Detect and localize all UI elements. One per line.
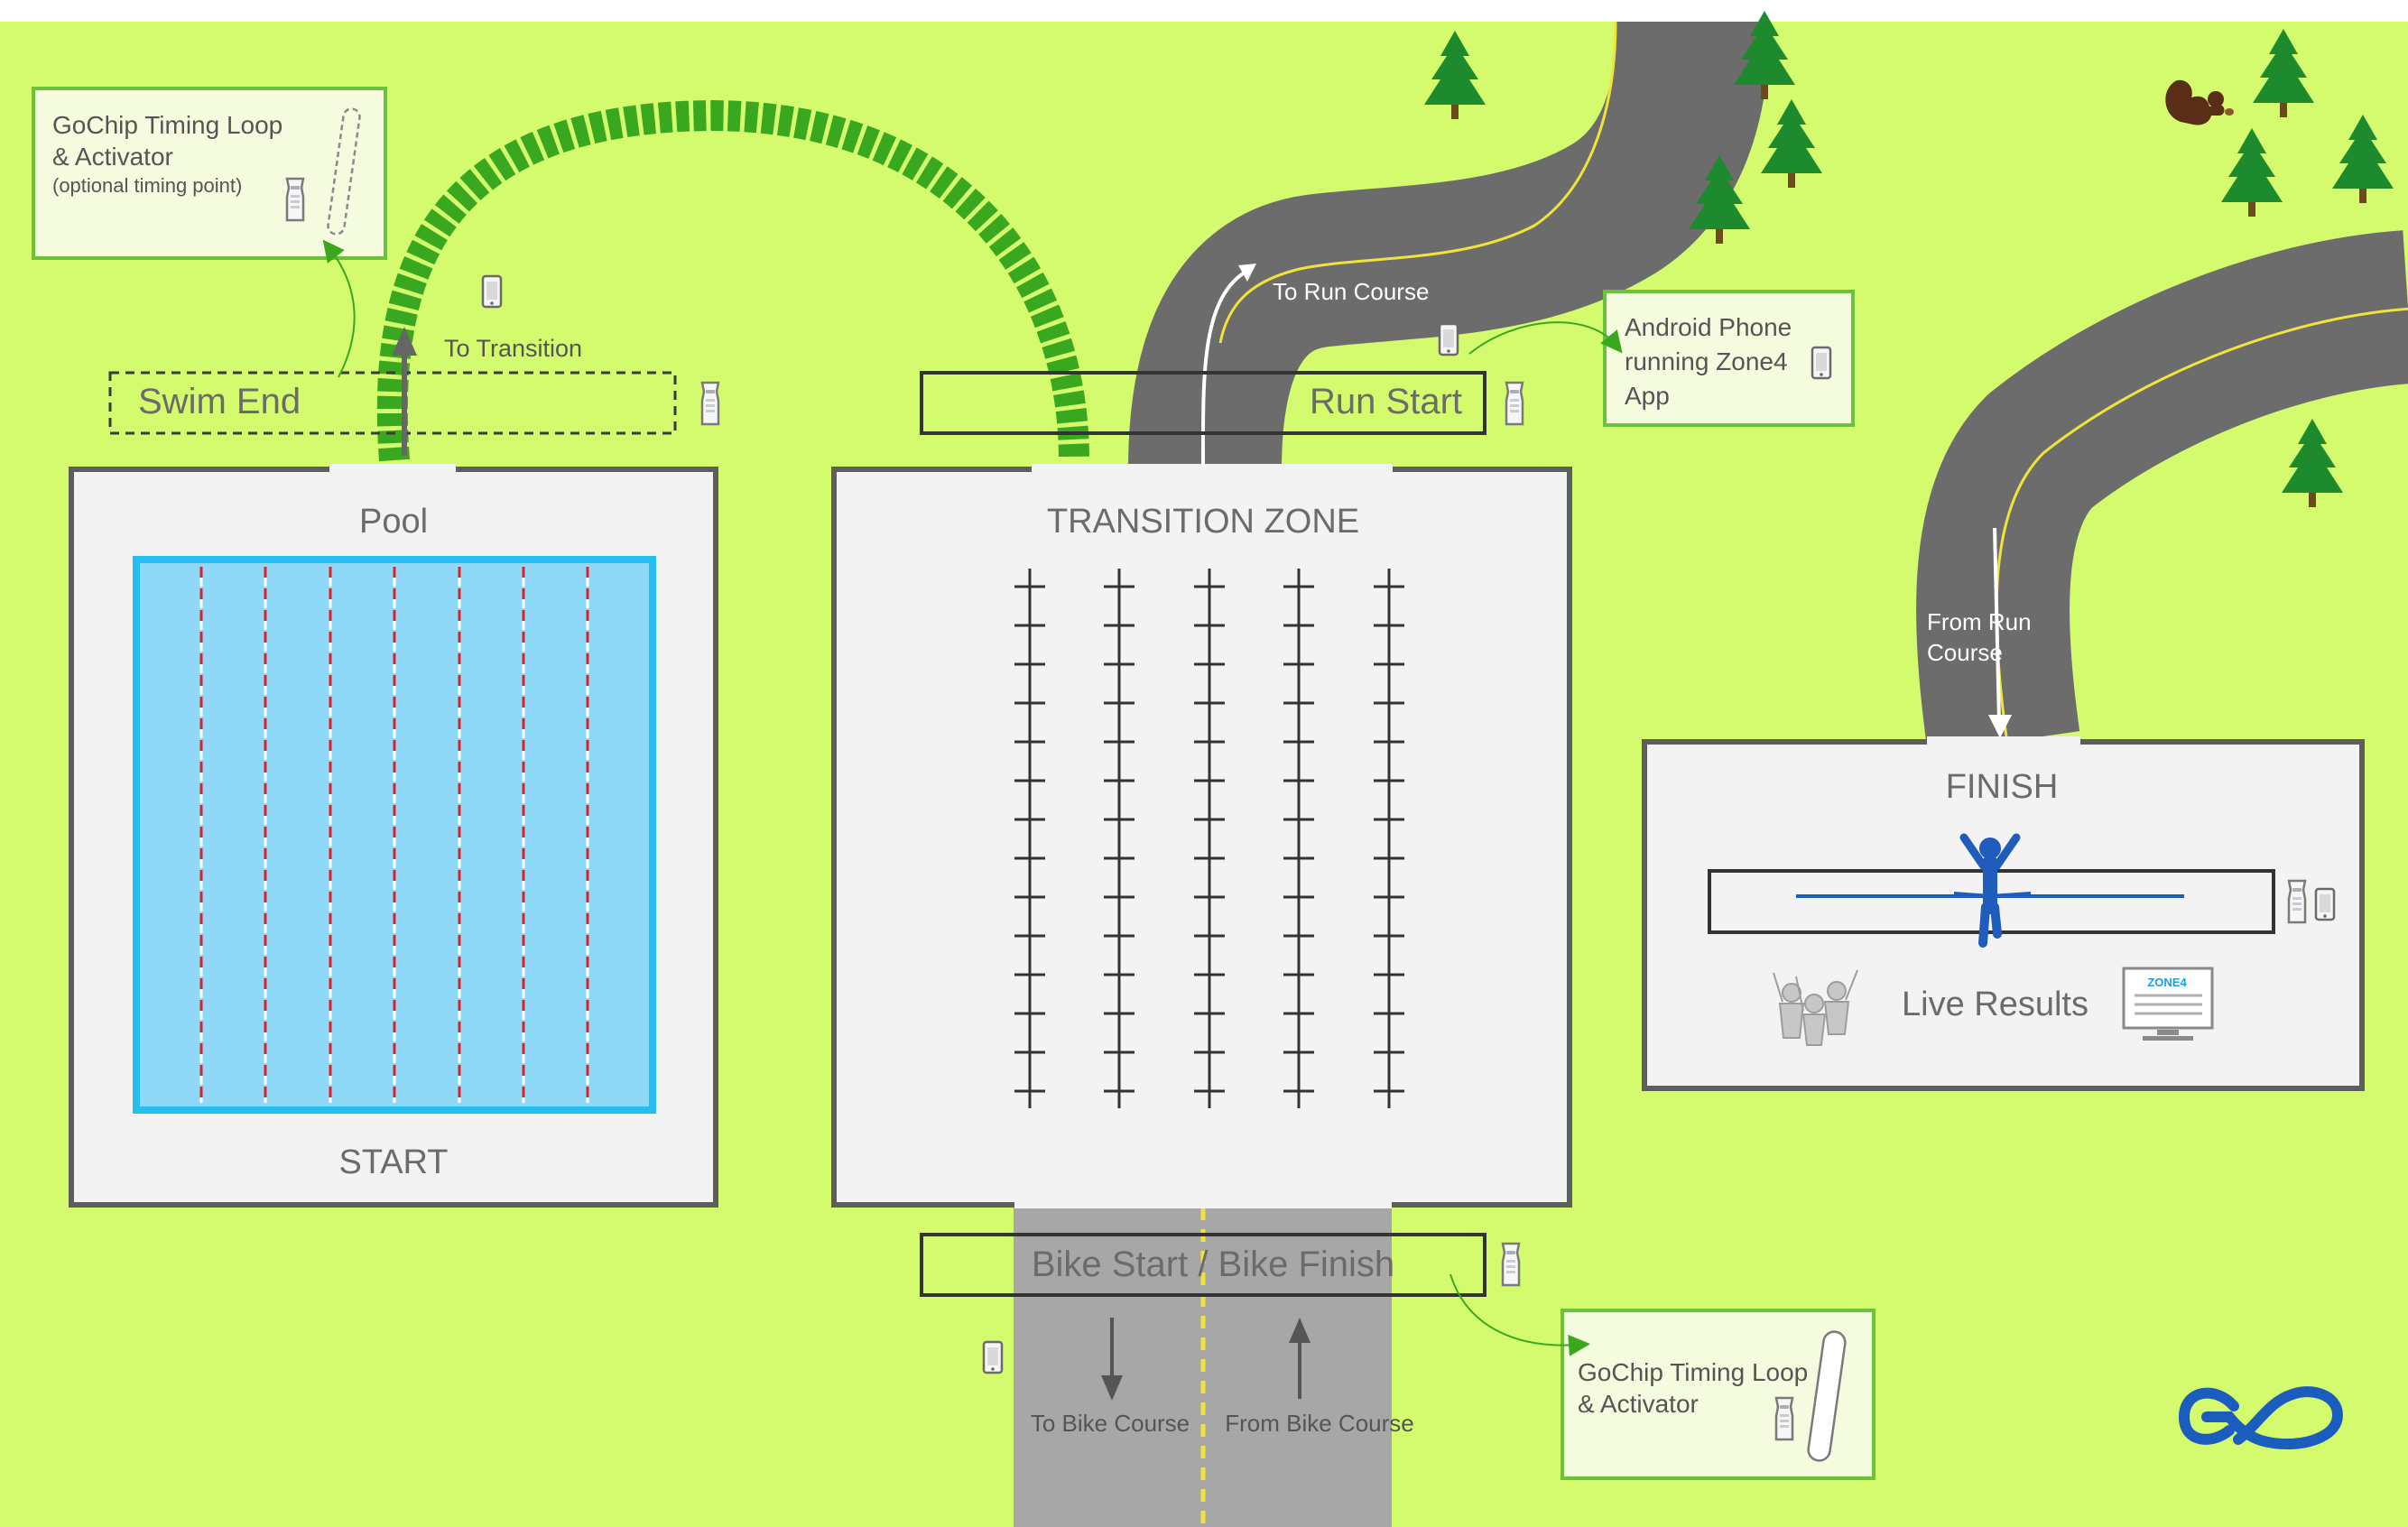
phone-icon (982, 1340, 1004, 1374)
swim-to-transition-path (376, 99, 1089, 462)
pool-area: Pool START (69, 464, 718, 1208)
phone-icon (481, 274, 503, 309)
from-run-course-label: From Run (1927, 608, 2032, 635)
swim-exit-arrowhead (392, 327, 417, 356)
callout-line: GoChip Timing Loop (52, 111, 282, 139)
gochip-bottom-connector (1449, 1273, 1590, 1356)
callout-line: & Activator (1578, 1390, 1699, 1418)
phone-icon (2314, 887, 2336, 921)
bike-mat (920, 1233, 1486, 1297)
run-road-out (1128, 21, 1770, 471)
finish-label: FINISH (1946, 768, 2059, 806)
timing-loop-icon (327, 107, 361, 236)
to-transition-label: To Transition (444, 335, 582, 362)
bike-start-finish-label: Bike Start / Bike Finish (1032, 1245, 1394, 1284)
zone4-logo-icon (2178, 1386, 2344, 1450)
transition-zone-label: TRANSITION ZONE (1047, 503, 1359, 541)
finish-area: FINISH Live Results (1642, 736, 2365, 1091)
start-label: START (338, 1143, 448, 1181)
from-run-course-arrow (1993, 527, 2001, 723)
callout-line: (optional timing point) (52, 174, 242, 197)
android-callout: Android Phone running Zone4 App (1603, 290, 1855, 427)
pool-lanes (199, 567, 589, 1103)
to-run-course-arrowhead (1238, 264, 1256, 282)
gochip-top-callout: GoChip Timing Loop & Activator (optional… (32, 87, 387, 260)
from-bike-course-arrowhead (1289, 1318, 1311, 1343)
swim-end-mat (108, 371, 677, 435)
activator-icon (700, 381, 720, 426)
activator-icon (2287, 879, 2307, 924)
activator-icon (1774, 1396, 1794, 1441)
monitor-icon: ZONE4 (2122, 967, 2214, 1041)
phone-icon (1811, 346, 1832, 380)
spectators-icon (1773, 969, 1858, 1046)
to-run-course-label: To Run Course (1273, 278, 1429, 305)
phone-icon (1438, 322, 1459, 356)
bike-racks (1028, 569, 1391, 1108)
activator-icon (1505, 381, 1524, 426)
gochip-bottom-callout: GoChip Timing Loop & Activator (1561, 1309, 1875, 1480)
live-results-label: Live Results (1902, 986, 2088, 1023)
pool-label: Pool (359, 503, 428, 541)
run-start-mat (920, 371, 1486, 435)
to-bike-course-arrowhead (1101, 1375, 1123, 1401)
activator-icon (1501, 1242, 1521, 1287)
to-bike-course-label: To Bike Course (1031, 1410, 1190, 1437)
bike-road (1014, 1200, 1392, 1527)
callout-line: App (1625, 382, 1670, 410)
run-start-label: Run Start (1310, 382, 1462, 421)
callout-line: Android Phone (1625, 313, 1792, 341)
swim-end-label: Swim End (138, 382, 301, 421)
transition-zone: TRANSITION ZONE (831, 464, 1572, 1208)
squirrel-icon (2165, 79, 2234, 125)
from-run-course-label: Course (1927, 639, 2003, 666)
callout-line: GoChip Timing Loop (1578, 1358, 1808, 1386)
runner-icon (1953, 833, 2032, 948)
screen-brand-label: ZONE4 (2147, 976, 2187, 989)
from-bike-course-label: From Bike Course (1225, 1410, 1414, 1437)
from-run-course-arrowhead (1988, 715, 2012, 738)
gochip-top-connector (322, 239, 356, 378)
activator-icon (285, 177, 305, 222)
callout-line: running Zone4 (1625, 347, 1788, 375)
callout-line: & Activator (52, 143, 173, 171)
android-connector (1468, 321, 1623, 355)
timing-loop-icon (1807, 1330, 1847, 1462)
